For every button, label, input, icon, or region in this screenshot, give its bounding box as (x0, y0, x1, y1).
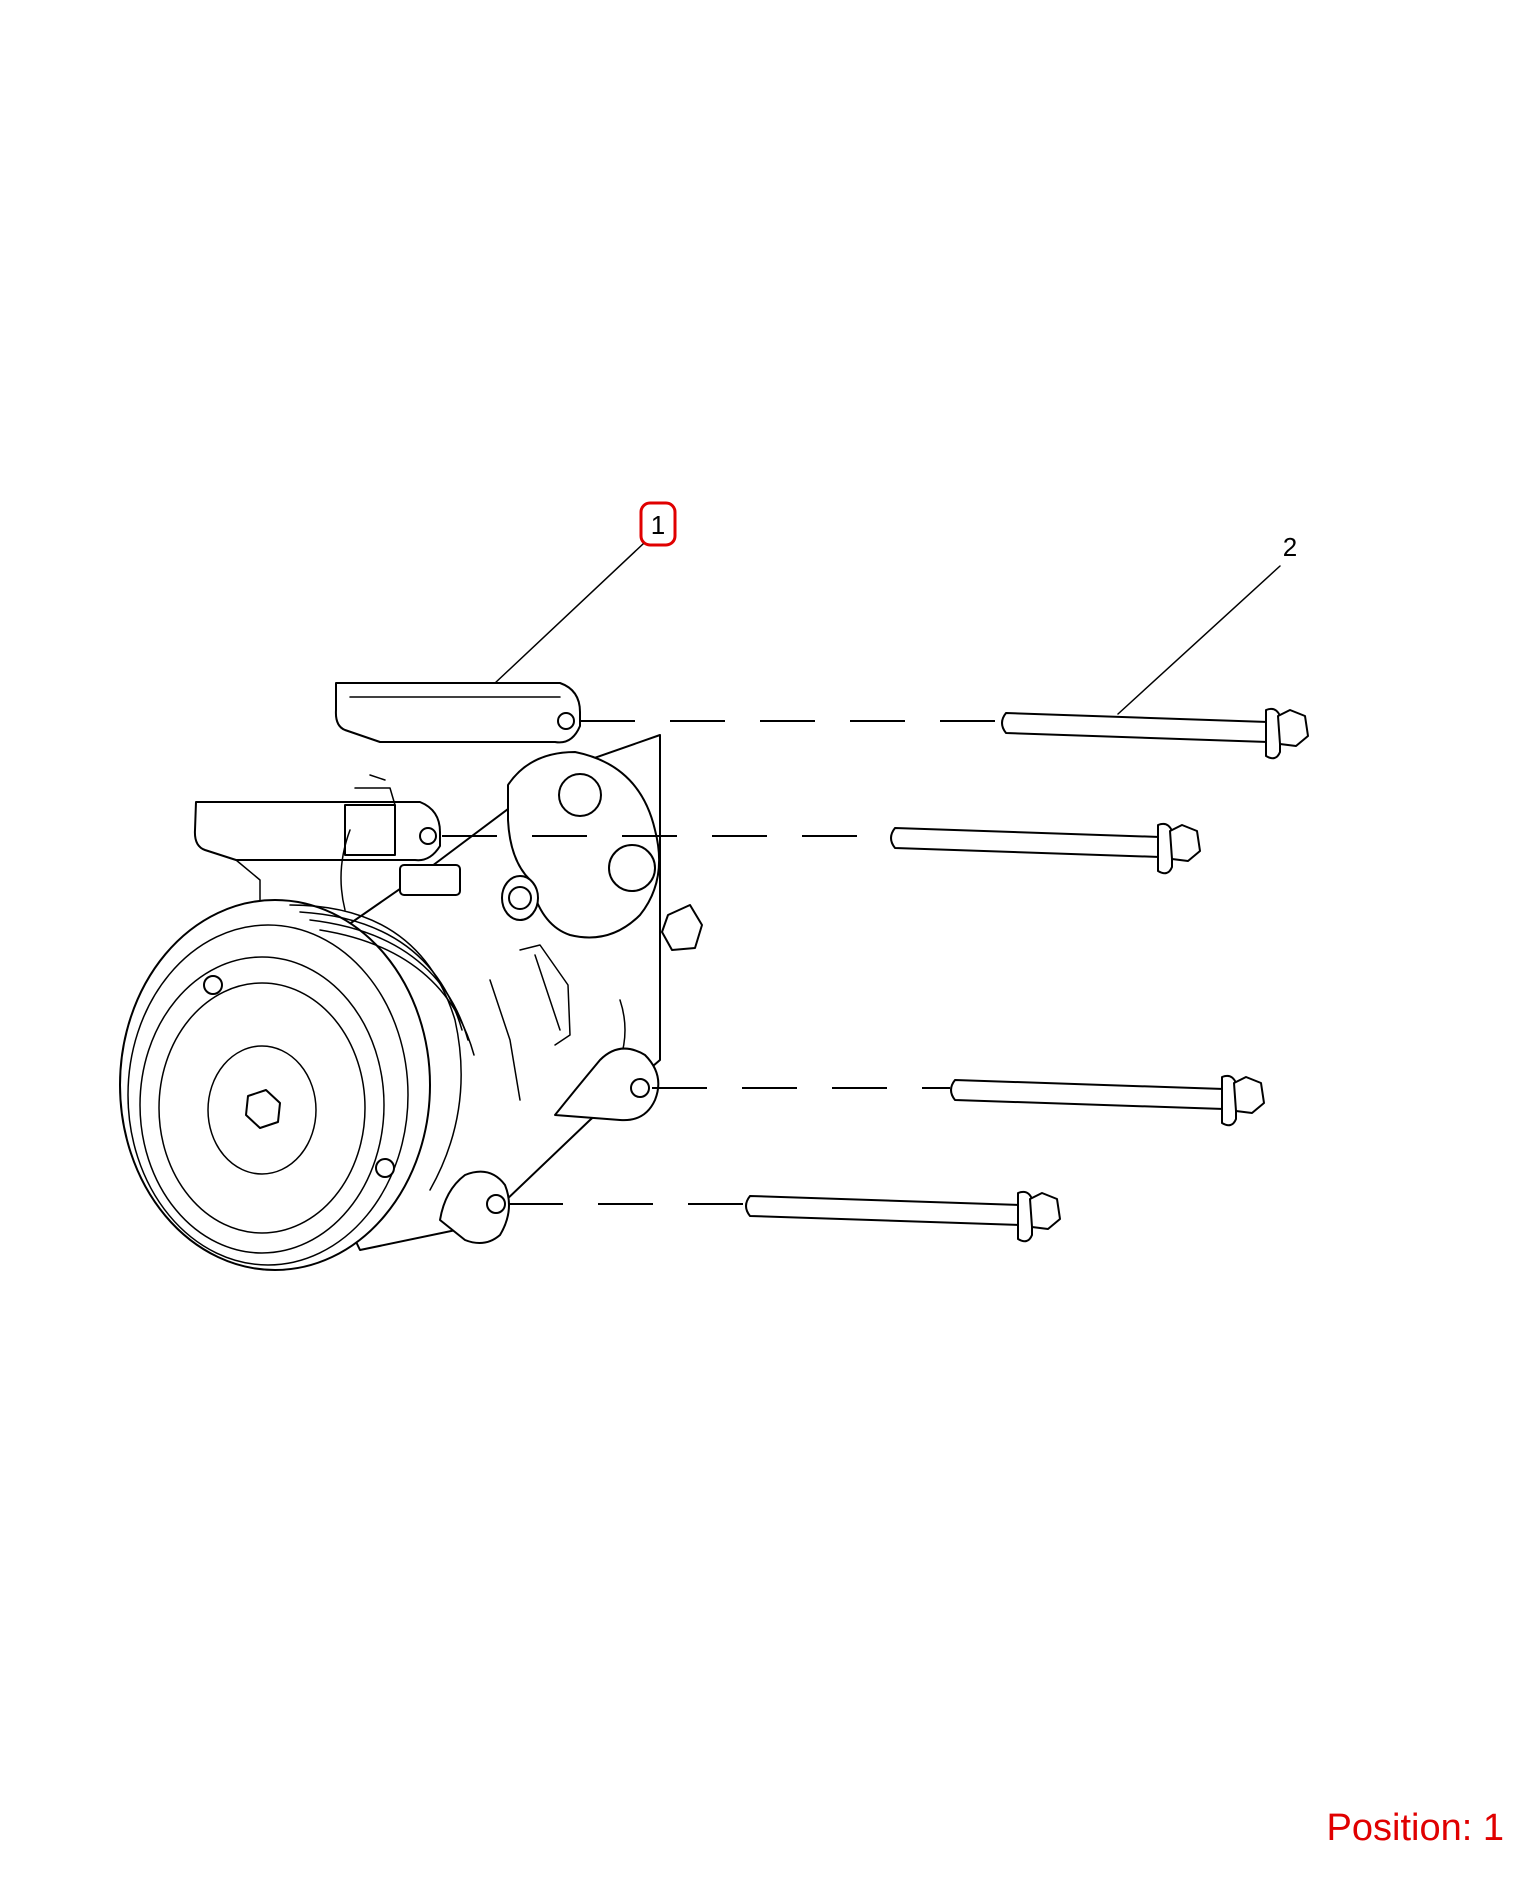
lower-right-mount-ear (554, 1047, 660, 1122)
ac-compressor[interactable] (119, 682, 703, 1271)
pulley-outer (119, 899, 431, 1271)
middle-mount-hole (419, 827, 437, 845)
bolt-1-flange (1265, 707, 1281, 760)
clutch-rivet-top (203, 975, 223, 995)
suction-port (558, 773, 602, 817)
bolt-2-flange (1157, 822, 1173, 875)
callout-1[interactable]: 1 (493, 501, 677, 685)
bolt-axis-lines (442, 720, 1000, 1205)
position-label-text: Position: (1326, 1807, 1473, 1849)
bolt-2-head (1169, 824, 1201, 862)
bolt-4-flange (1017, 1190, 1033, 1243)
bolt-2-shank (890, 827, 1161, 858)
bottom-mount-hole (486, 1194, 506, 1214)
shaft-nut (245, 1089, 281, 1129)
electrical-connector (344, 804, 396, 856)
bolt-1-shank (1001, 712, 1269, 743)
clutch-rivet-right (375, 1158, 395, 1178)
callout-2-leader (1117, 565, 1281, 715)
bolt-3-shank (950, 1079, 1225, 1110)
callout-2-number: 2 (1283, 532, 1297, 562)
upper-mount-ear (334, 682, 581, 744)
callout-1-leader (493, 543, 644, 685)
bolt-1[interactable] (1001, 707, 1309, 760)
callout-1-number: 1 (651, 510, 665, 540)
bolt-3[interactable] (950, 1074, 1265, 1127)
bolt-1-head (1277, 709, 1309, 747)
clutch-hub (207, 1045, 317, 1175)
callout-2[interactable]: 2 (1117, 532, 1297, 715)
wire-harness (340, 829, 351, 911)
relief-valve-nut (661, 904, 703, 951)
callout-1-highlight (639, 501, 677, 547)
upper-mount-hole (557, 712, 575, 730)
position-indicator: Position: 1 (1327, 1807, 1504, 1850)
bolt-4-shank (745, 1195, 1021, 1226)
position-value: 1 (1482, 1807, 1504, 1849)
bolt-4-head (1029, 1192, 1061, 1230)
bolt-4[interactable] (745, 1190, 1061, 1243)
bolt-3-head (1233, 1076, 1265, 1114)
connector-plug (399, 864, 461, 896)
clutch-plate (139, 956, 385, 1254)
bottom-mount-ear (439, 1170, 510, 1245)
bolt-3-flange (1221, 1074, 1237, 1127)
lower-right-mount-hole (630, 1078, 650, 1098)
middle-mount-ear (193, 801, 441, 862)
bolt-2[interactable] (890, 822, 1201, 875)
discharge-port (608, 844, 656, 892)
